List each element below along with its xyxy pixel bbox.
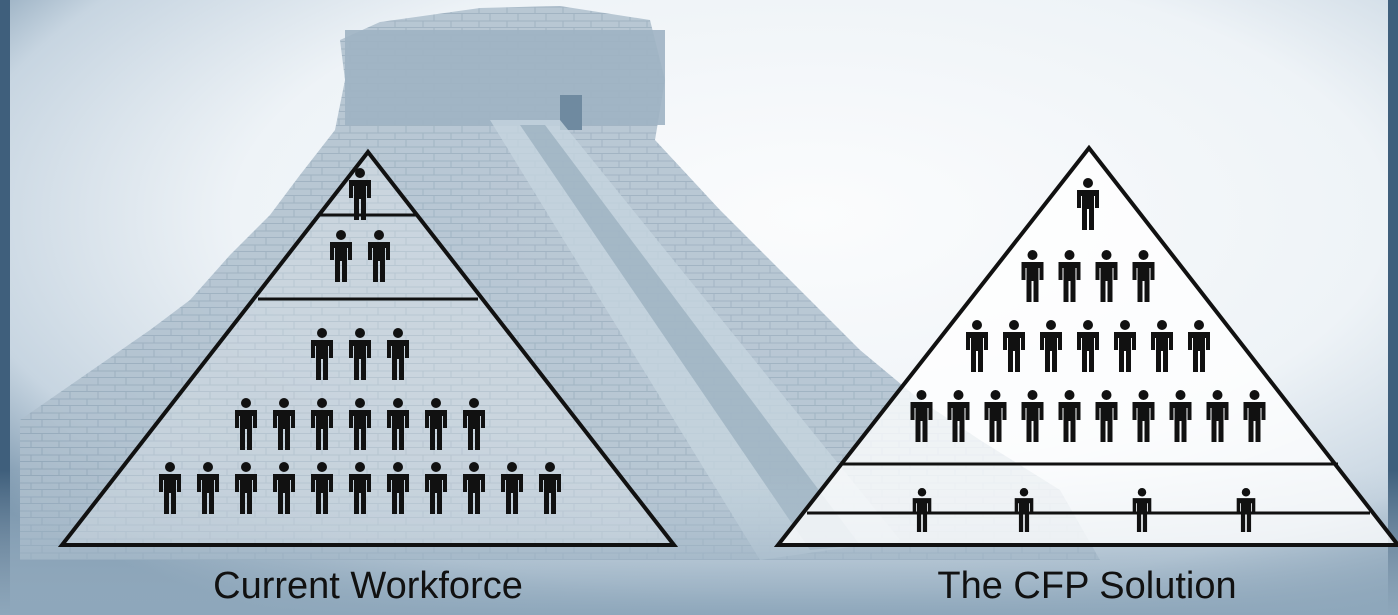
person-icon bbox=[463, 398, 485, 450]
person-icon bbox=[947, 390, 970, 442]
person-icon bbox=[311, 462, 333, 514]
person-icon bbox=[368, 230, 390, 282]
person-icon bbox=[349, 168, 371, 220]
person-icon bbox=[1058, 390, 1081, 442]
person-icon bbox=[966, 320, 988, 372]
person-icon bbox=[1077, 178, 1099, 230]
person-icon bbox=[1021, 390, 1044, 442]
person-icon bbox=[349, 398, 371, 450]
person-icon bbox=[1040, 320, 1062, 372]
figure-group bbox=[159, 168, 561, 514]
caption-cfp-solution: The CFP Solution bbox=[937, 565, 1237, 607]
person-icon bbox=[1132, 488, 1152, 532]
person-icon bbox=[235, 462, 257, 514]
person-icon bbox=[197, 462, 219, 514]
person-icon bbox=[311, 328, 333, 380]
caption-current-workforce: Current Workforce bbox=[213, 565, 523, 607]
person-icon bbox=[1169, 390, 1192, 442]
person-icon bbox=[984, 390, 1007, 442]
person-icon bbox=[311, 398, 333, 450]
person-icon bbox=[1243, 390, 1266, 442]
person-icon bbox=[425, 462, 447, 514]
person-icon bbox=[349, 462, 371, 514]
person-icon bbox=[1058, 250, 1081, 302]
cfp-solution-pyramid bbox=[773, 144, 1398, 547]
person-icon bbox=[159, 462, 181, 514]
current-workforce-pyramid bbox=[57, 148, 679, 547]
person-icon bbox=[501, 462, 523, 514]
person-icon bbox=[1095, 390, 1118, 442]
person-icon bbox=[235, 398, 257, 450]
person-icon bbox=[1114, 320, 1136, 372]
person-icon bbox=[910, 390, 933, 442]
figure-group bbox=[910, 178, 1266, 532]
person-icon bbox=[387, 328, 409, 380]
person-icon bbox=[1236, 488, 1256, 532]
person-icon bbox=[1021, 250, 1044, 302]
person-icon bbox=[1132, 390, 1155, 442]
person-icon bbox=[425, 398, 447, 450]
person-icon bbox=[387, 462, 409, 514]
person-icon bbox=[1014, 488, 1034, 532]
person-icon bbox=[1132, 250, 1155, 302]
person-icon bbox=[539, 462, 561, 514]
person-icon bbox=[273, 462, 295, 514]
person-icon bbox=[463, 462, 485, 514]
person-icon bbox=[349, 328, 371, 380]
person-icon bbox=[1151, 320, 1173, 372]
person-icon bbox=[387, 398, 409, 450]
person-icon bbox=[912, 488, 932, 532]
person-icon bbox=[1095, 250, 1118, 302]
person-icon bbox=[1003, 320, 1025, 372]
person-icon bbox=[1188, 320, 1210, 372]
person-icon bbox=[330, 230, 352, 282]
person-icon bbox=[1077, 320, 1099, 372]
person-icon bbox=[273, 398, 295, 450]
person-icon bbox=[1206, 390, 1229, 442]
